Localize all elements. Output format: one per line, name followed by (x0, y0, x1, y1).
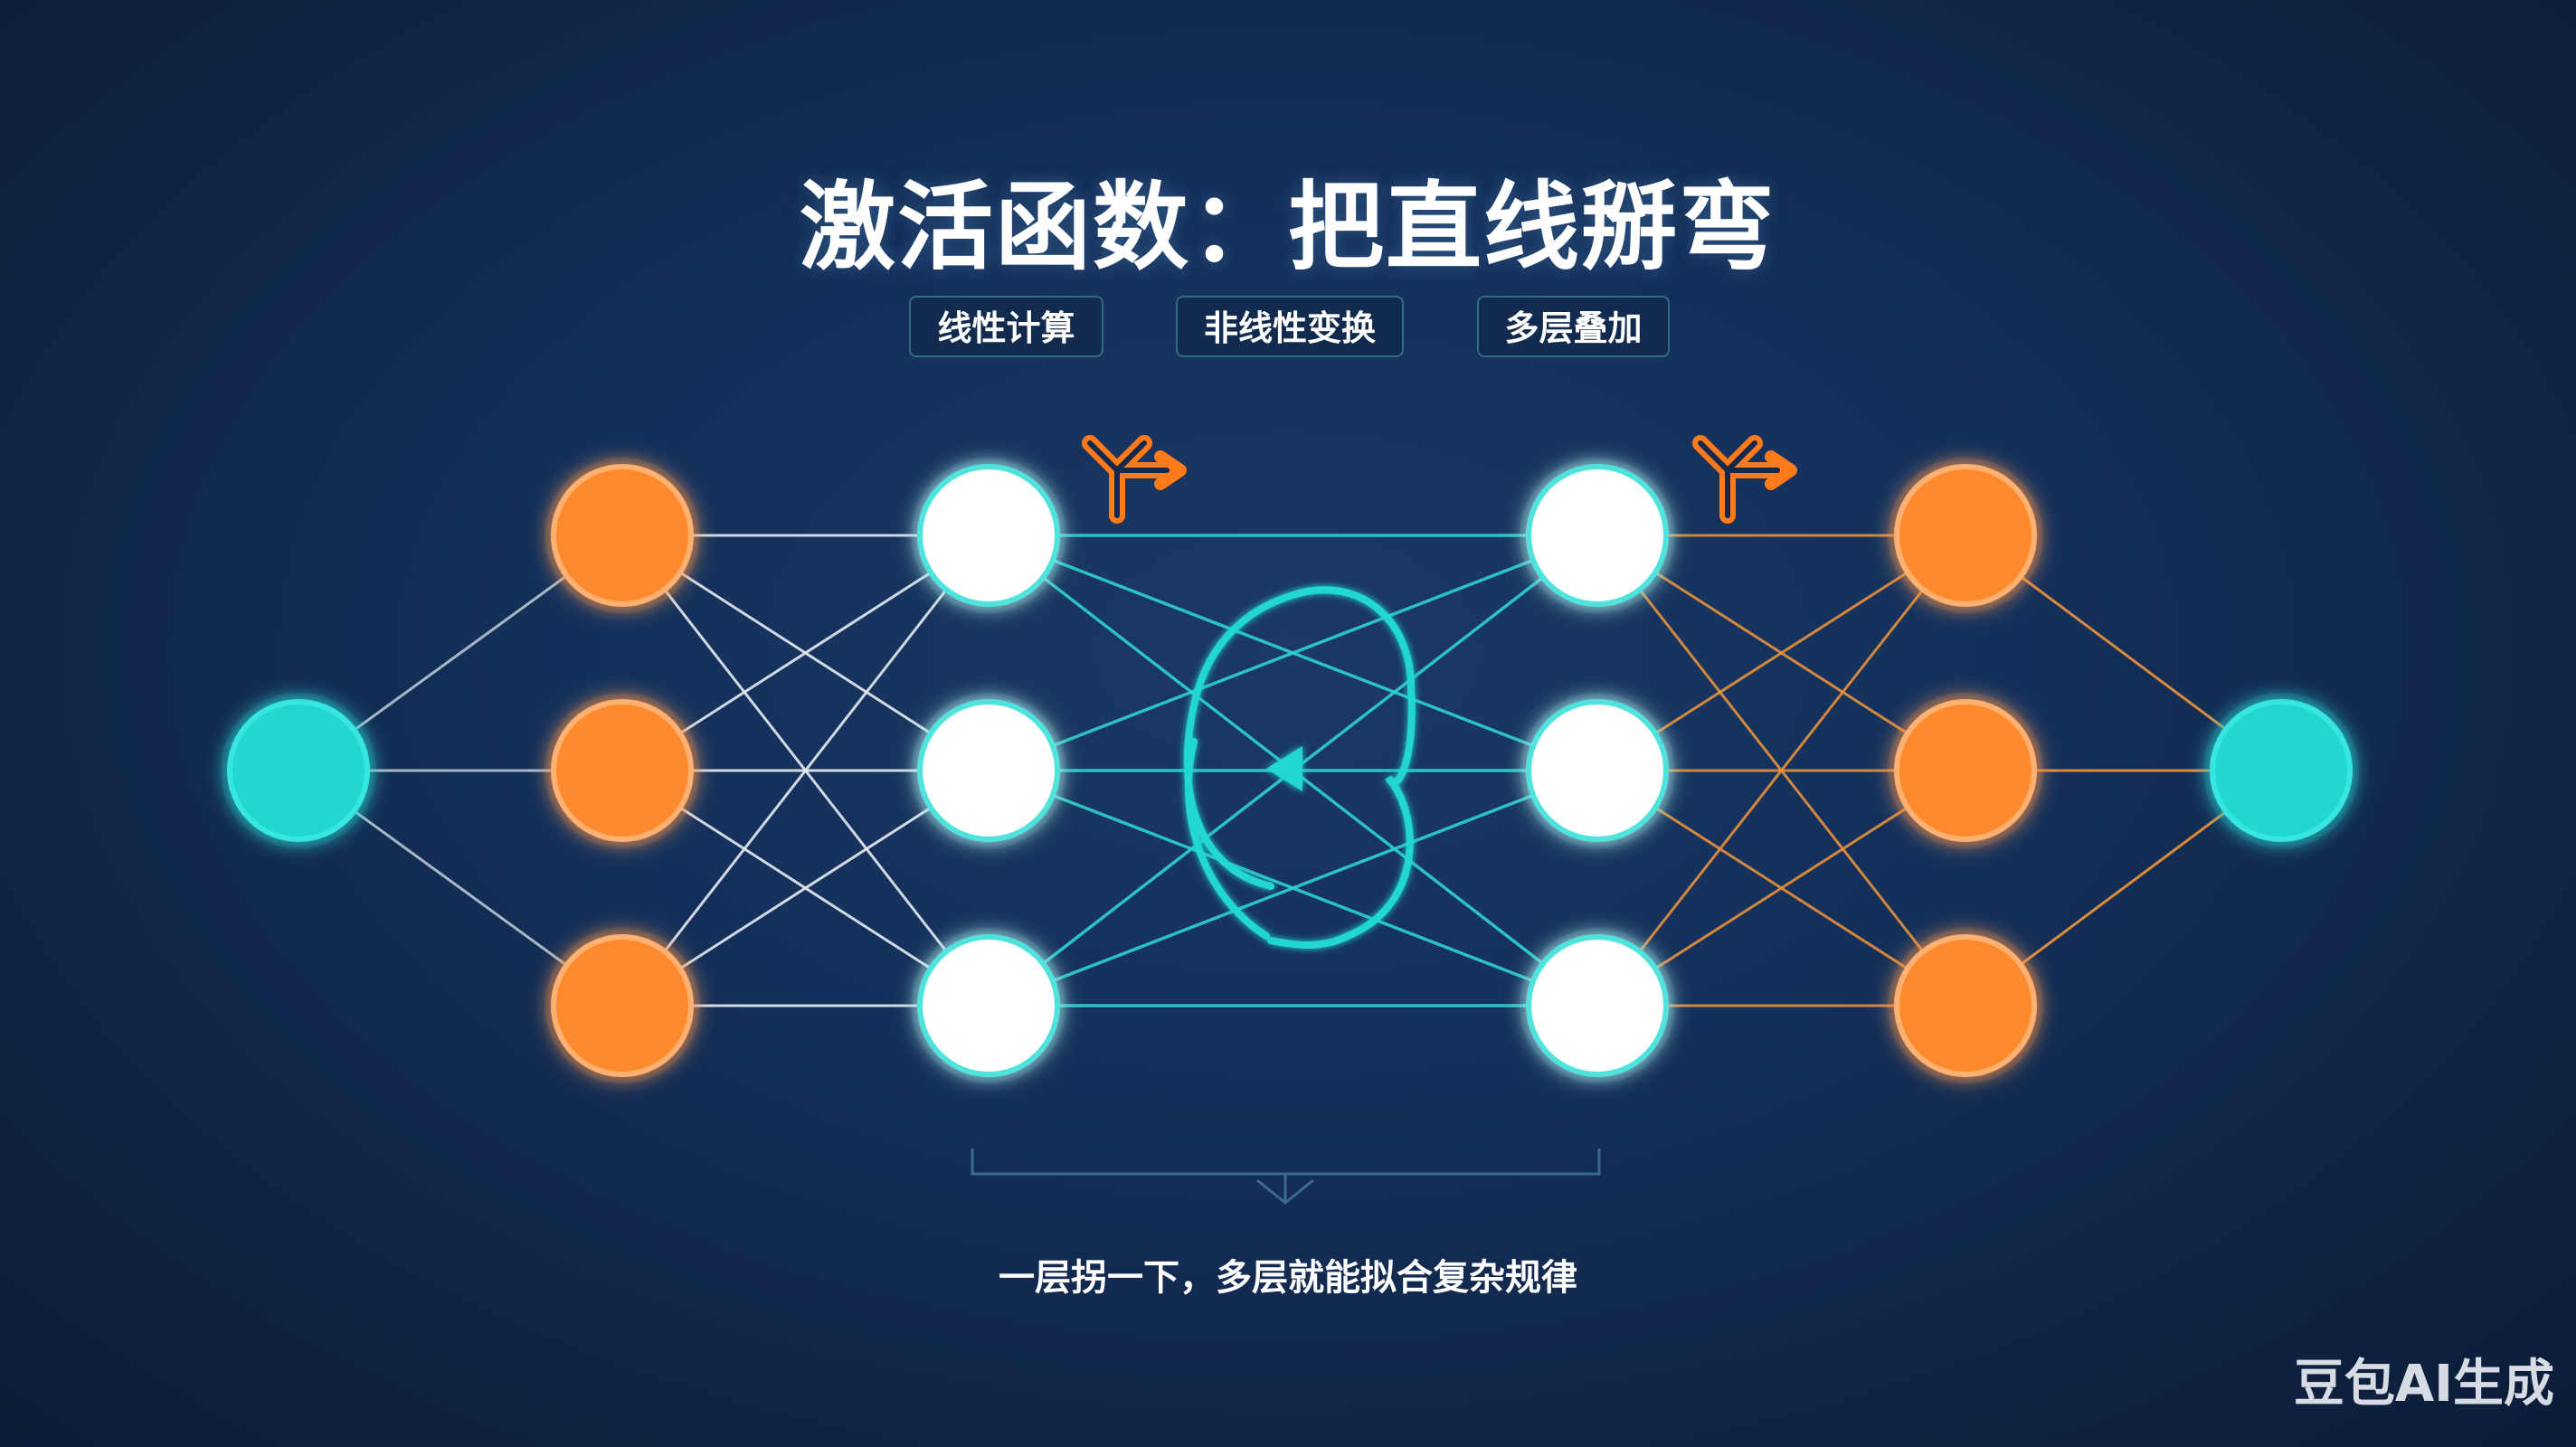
turn-arrow-icon (1082, 435, 1187, 524)
hidden-node-white (917, 934, 1060, 1077)
hidden-node-orange (1894, 464, 2037, 607)
connection-line (621, 769, 990, 1007)
hidden-node-orange (551, 934, 694, 1077)
connection-line (988, 534, 1598, 772)
input-node (227, 699, 370, 842)
tag-label: 线性计算 (937, 308, 1075, 348)
connection-line (1596, 534, 1966, 772)
hidden-node-white (917, 464, 1060, 607)
hidden-node-orange (1894, 699, 2037, 842)
hidden-node-white (1526, 464, 1669, 607)
connection-line (620, 534, 990, 1007)
connection-line (621, 534, 990, 772)
connection-line (1596, 769, 1966, 1007)
turn-arrow-icon (1692, 435, 1797, 524)
hidden-node-white (1526, 934, 1669, 1077)
hidden-node-orange (551, 699, 694, 842)
connection-line (1596, 534, 1967, 1007)
caption: 一层拐一下，多层就能拟合复杂规律 (999, 1257, 1577, 1299)
brace-icon (971, 1149, 1601, 1205)
tag-linear: 线性计算 (909, 296, 1103, 357)
connection-line (988, 769, 1598, 1007)
watermark: 豆包AI生成 (2293, 1355, 2554, 1414)
output-node (2210, 699, 2353, 842)
tag-label: 多层叠加 (1504, 308, 1643, 348)
curve-loop-icon (1183, 586, 1416, 949)
tag-nonlinear: 非线性变换 (1176, 296, 1404, 357)
page-title: 激活函数：把直线掰弯 (800, 172, 1776, 283)
hidden-node-orange (1894, 934, 2037, 1077)
nodes (221, 458, 2359, 1083)
hidden-node-white (917, 699, 1060, 842)
tag-multilayer: 多层叠加 (1477, 296, 1670, 357)
tag-label: 非线性变换 (1203, 308, 1376, 348)
hidden-node-white (1526, 699, 1669, 842)
hidden-node-orange (551, 464, 694, 607)
